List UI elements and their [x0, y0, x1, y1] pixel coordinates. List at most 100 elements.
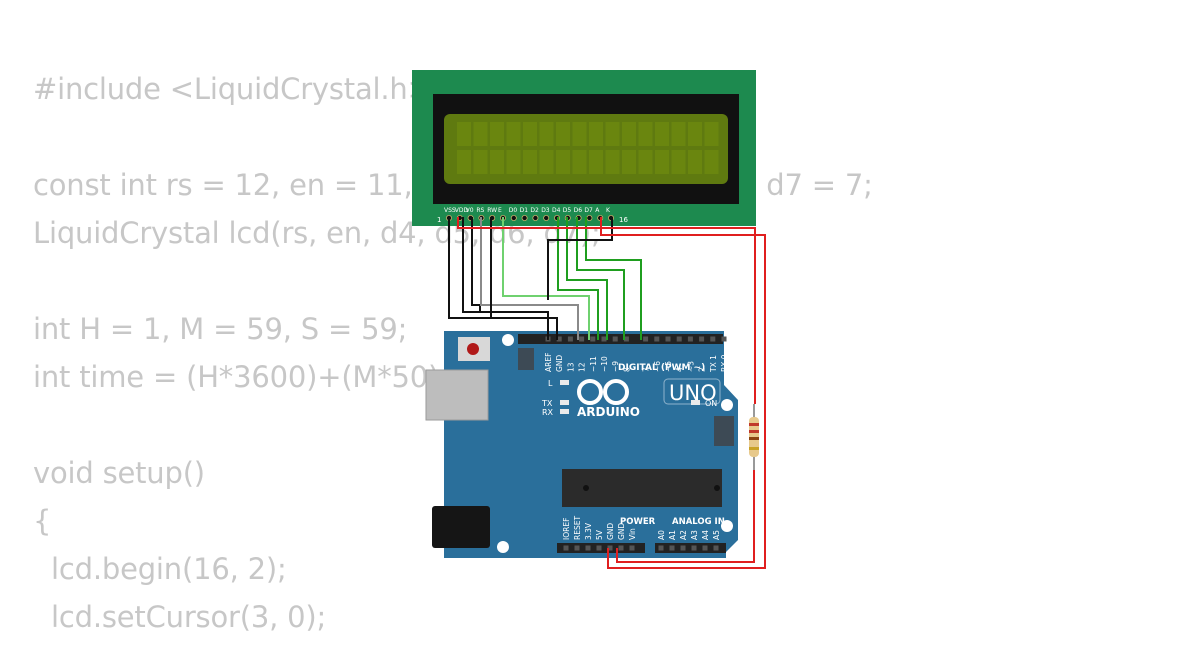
analog-pin[interactable]	[669, 545, 675, 551]
wires	[448, 217, 766, 569]
digital-pin[interactable]	[665, 336, 671, 342]
digital-pin[interactable]	[676, 336, 682, 342]
code-line: lcd.begin(16, 2);	[33, 552, 287, 586]
digital-pin-label: 4	[675, 367, 684, 372]
digital-pin-label: ~10	[600, 356, 609, 372]
digital-pin-label: ~9	[611, 361, 620, 372]
lcd-pin[interactable]	[543, 214, 550, 221]
lcd-cell	[523, 122, 537, 146]
analog-pin[interactable]	[691, 545, 697, 551]
digital-pin[interactable]	[687, 336, 693, 342]
lcd-pin[interactable]	[510, 214, 517, 221]
icsp-header	[714, 416, 734, 446]
code-line: int H = 1, M = 59, S = 59;	[33, 312, 408, 346]
digital-pin[interactable]	[567, 336, 573, 342]
lcd-cell	[688, 122, 702, 146]
power-pin-label: Vin	[628, 528, 637, 540]
analog-pin-label: A1	[668, 530, 677, 540]
led-l	[560, 380, 569, 385]
power-pin[interactable]	[607, 545, 613, 551]
power-pin-label: GND	[606, 523, 615, 540]
resistor-band	[749, 423, 759, 426]
wire-d4	[557, 217, 599, 340]
power-pin[interactable]	[629, 545, 635, 551]
digital-pin[interactable]	[579, 336, 585, 342]
lcd-cell	[704, 150, 719, 174]
power-pin-label: IOREF	[562, 518, 571, 540]
digital-header	[518, 334, 723, 344]
analog-header	[655, 543, 726, 553]
power-pin[interactable]	[596, 545, 602, 551]
digital-header-label: DIGITAL (PWM ~)	[618, 363, 705, 373]
lcd-cell	[539, 150, 554, 174]
digital-pin[interactable]	[590, 336, 596, 342]
power-header-label: POWER	[620, 517, 656, 527]
resistor[interactable]	[749, 404, 759, 470]
digital-pin[interactable]	[601, 336, 607, 342]
chip-notch	[714, 485, 720, 491]
lcd-pin-first-label: 1	[437, 216, 441, 224]
lcd-cell	[688, 150, 702, 174]
power-pin[interactable]	[574, 545, 580, 551]
lcd-cell	[572, 122, 587, 146]
power-pin[interactable]	[618, 545, 624, 551]
lcd-pin[interactable]	[532, 214, 539, 221]
wire-d6	[576, 217, 625, 340]
digital-pin[interactable]	[643, 336, 649, 342]
resistor-band	[749, 447, 759, 450]
analog-pin[interactable]	[658, 545, 664, 551]
digital-pin-label: 7	[642, 367, 651, 372]
lcd-cell	[655, 122, 669, 146]
code-line: lcd.setCursor(3, 0);	[33, 600, 327, 634]
digital-pin[interactable]	[623, 336, 629, 342]
reset-button-cap[interactable]	[467, 343, 479, 355]
wire-e	[502, 217, 590, 340]
resistor-band	[749, 430, 759, 433]
code-line: void setup()	[33, 456, 205, 490]
digital-pin-label: 13	[566, 362, 575, 372]
lcd-cell	[655, 150, 669, 174]
usb-connector	[425, 369, 489, 421]
power-pin[interactable]	[563, 545, 569, 551]
analog-pin-label: A0	[657, 530, 666, 540]
digital-pin[interactable]	[556, 336, 562, 342]
digital-pin[interactable]	[612, 336, 618, 342]
analog-pin[interactable]	[702, 545, 708, 551]
lcd-cell	[671, 150, 686, 174]
chip-notch	[583, 485, 589, 491]
lcd-pin[interactable]	[586, 214, 593, 221]
digital-pin-label: 8	[622, 367, 631, 372]
digital-pin[interactable]	[699, 336, 705, 342]
lcd-pin-label: A	[595, 207, 600, 214]
analog-pin[interactable]	[713, 545, 719, 551]
lcd-cell	[506, 150, 521, 174]
led-rx	[560, 409, 569, 414]
digital-header-pins	[545, 336, 727, 342]
digital-pin[interactable]	[721, 336, 727, 342]
digital-pin-label: 12	[578, 362, 587, 372]
digital-pin[interactable]	[654, 336, 660, 342]
infinity-icon	[577, 379, 603, 405]
lcd-pin-label: RS	[476, 207, 484, 214]
analog-pin-label: A4	[701, 530, 710, 540]
analog-pin[interactable]	[680, 545, 686, 551]
bottom-header-pins	[563, 545, 719, 551]
lcd-pin-label: D1	[520, 207, 529, 214]
power-jack	[432, 506, 490, 548]
digital-pin[interactable]	[710, 336, 716, 342]
lcd-pin[interactable]	[521, 214, 528, 221]
power-pin-label: RESET	[573, 516, 582, 540]
wire-backlight-a	[600, 217, 766, 569]
code-line: {	[33, 504, 52, 538]
lcd-pin-label: D2	[530, 207, 539, 214]
infinity-icon	[603, 379, 629, 405]
lcd-cell	[589, 150, 603, 174]
led-label-tx: TX	[541, 399, 553, 408]
power-pin[interactable]	[585, 545, 591, 551]
lcd-cell	[622, 150, 636, 174]
